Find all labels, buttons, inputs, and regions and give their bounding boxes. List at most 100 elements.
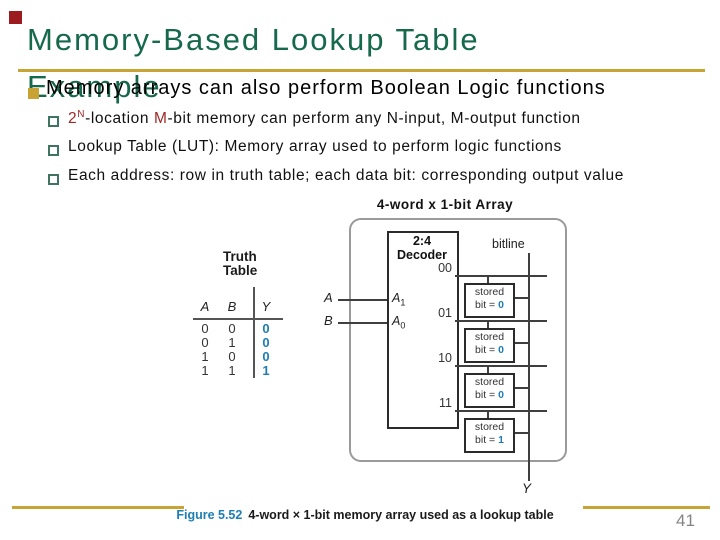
stored-bit-cell-00: stored bit = 0 — [464, 283, 515, 318]
truth-table-col-a: A — [200, 299, 210, 314]
decoder-port-a0: A0 — [392, 314, 405, 331]
truth-table-title: Truth Table — [223, 250, 257, 278]
stored-bit-cell-10: stored bit = 0 — [464, 373, 515, 408]
wordline-10 — [455, 365, 547, 367]
port-a0-letter: A — [392, 314, 401, 328]
tt-cell: 1 — [201, 349, 209, 364]
sub-bullet-2: Lookup Table (LUT): Memory array used to… — [68, 138, 562, 155]
stored-bit-value-line: bit = 0 — [466, 344, 513, 357]
cell-bitline-stub — [511, 342, 530, 344]
stored-bit-prefix: bit = — [475, 389, 499, 401]
tt-cell: 1 — [228, 335, 236, 350]
truth-table-col-b: B — [227, 299, 237, 314]
input-b-wire — [338, 322, 387, 324]
figure-caption-number: Figure 5.52 — [176, 508, 243, 522]
sub-bullet-square-icon — [48, 116, 59, 127]
stored-bit-value-line: bit = 0 — [466, 299, 513, 312]
cell-bitline-stub — [511, 432, 530, 434]
truth-table-row: 0 0 0 — [193, 321, 285, 336]
cell-wordline-stub — [487, 321, 489, 329]
wordline-11 — [455, 410, 547, 412]
figure-caption-text: 4-word × 1-bit memory array used as a lo… — [248, 508, 554, 522]
stored-bit-cell-11: stored bit = 1 — [464, 418, 515, 453]
truth-table-row: 0 1 0 — [193, 335, 285, 350]
wordline-label-11: 11 — [439, 396, 452, 410]
output-y-label: Y — [522, 481, 532, 496]
page-number: 41 — [676, 511, 695, 530]
port-a0-subscript: 0 — [400, 320, 406, 331]
sub-bullet-3: Each address: row in truth table; each d… — [68, 167, 624, 184]
tt-cell: 0 — [228, 321, 236, 336]
slide-title-line1: Memory-Based Lookup Table — [27, 22, 480, 57]
sub-bullet-1-superscript-n: N — [77, 109, 86, 120]
decoder-label-line1: 2:4 — [412, 234, 432, 248]
main-bullet-square-icon — [28, 88, 39, 99]
wordline-01 — [455, 320, 547, 322]
decoder-box — [387, 231, 459, 429]
tt-cell-output: 0 — [262, 349, 270, 364]
stored-bit-prefix: bit = — [475, 299, 499, 311]
truth-table-horizontal-rule — [193, 318, 283, 320]
stored-bit-value: 0 — [498, 299, 504, 311]
truth-table-col-y: Y — [261, 299, 271, 314]
stored-bit-prefix: bit = — [475, 434, 499, 446]
sub-bullet-1-red-m: M — [153, 110, 168, 128]
truth-table-title-line2: Table — [223, 263, 258, 278]
input-a-label: A — [324, 290, 333, 305]
footer-rule-right — [583, 506, 710, 509]
wordline-label-10: 10 — [438, 351, 452, 365]
sub-bullet-1-text-b: -bit memory can perform any N-input, M-o… — [167, 110, 581, 128]
wordline-00 — [455, 275, 547, 277]
cell-bitline-stub — [511, 297, 530, 299]
cell-wordline-stub — [487, 366, 489, 374]
truth-table-title-line1: Truth — [223, 249, 257, 264]
decoder-label: 2:4 Decoder — [387, 234, 457, 262]
sub-bullet-square-icon — [48, 145, 59, 156]
slide-title: Memory-Based Lookup Table Example — [27, 16, 480, 110]
array-title: 4-word x 1-bit Array — [376, 197, 514, 212]
stored-bit-value: 0 — [498, 389, 504, 401]
stored-bit-value: 1 — [498, 434, 504, 446]
bitline-label: bitline — [492, 237, 525, 251]
tt-cell-output: 0 — [262, 335, 270, 350]
sub-bullet-1: 2N-location M-bit memory can perform any… — [68, 109, 581, 128]
slide-title-line2: Example — [27, 69, 162, 104]
tt-cell: 1 — [228, 363, 236, 378]
truth-table-vertical-rule — [253, 287, 255, 378]
sub-bullet-1-red-2: 2 — [68, 110, 78, 128]
title-underline — [18, 69, 705, 72]
footer-rule-left — [12, 506, 184, 509]
stored-bit-value: 0 — [498, 344, 504, 356]
truth-table-row: 1 0 0 — [193, 349, 285, 364]
decoder-label-line2: Decoder — [396, 248, 448, 262]
sub-bullet-1-text-a: -location — [85, 110, 154, 128]
tt-cell-output: 0 — [262, 321, 270, 336]
input-a-wire — [338, 299, 387, 301]
stored-bit-word: stored — [474, 376, 505, 388]
stored-bit-value-line: bit = 1 — [466, 434, 513, 447]
input-b-label: B — [324, 313, 333, 328]
port-a1-subscript: 1 — [400, 297, 406, 308]
stored-bit-word: stored — [474, 421, 505, 433]
sub-bullet-square-icon — [48, 174, 59, 185]
cell-wordline-stub — [487, 276, 489, 284]
figure-caption: Figure 5.52 4-word × 1-bit memory array u… — [150, 508, 580, 522]
stored-bit-prefix: bit = — [475, 344, 499, 356]
stored-bit-word: stored — [474, 331, 505, 343]
slide-accent-square — [9, 11, 22, 24]
stored-bit-word: stored — [474, 286, 505, 298]
tt-cell: 0 — [228, 349, 236, 364]
tt-cell: 0 — [201, 335, 209, 350]
cell-bitline-stub — [511, 387, 530, 389]
wordline-label-00: 00 — [438, 261, 452, 275]
tt-cell: 0 — [201, 321, 209, 336]
decoder-port-a1: A1 — [392, 291, 405, 308]
tt-cell-output: 1 — [262, 363, 270, 378]
cell-wordline-stub — [487, 411, 489, 419]
bitline-wire — [528, 253, 530, 481]
port-a1-letter: A — [392, 291, 401, 305]
stored-bit-cell-01: stored bit = 0 — [464, 328, 515, 363]
